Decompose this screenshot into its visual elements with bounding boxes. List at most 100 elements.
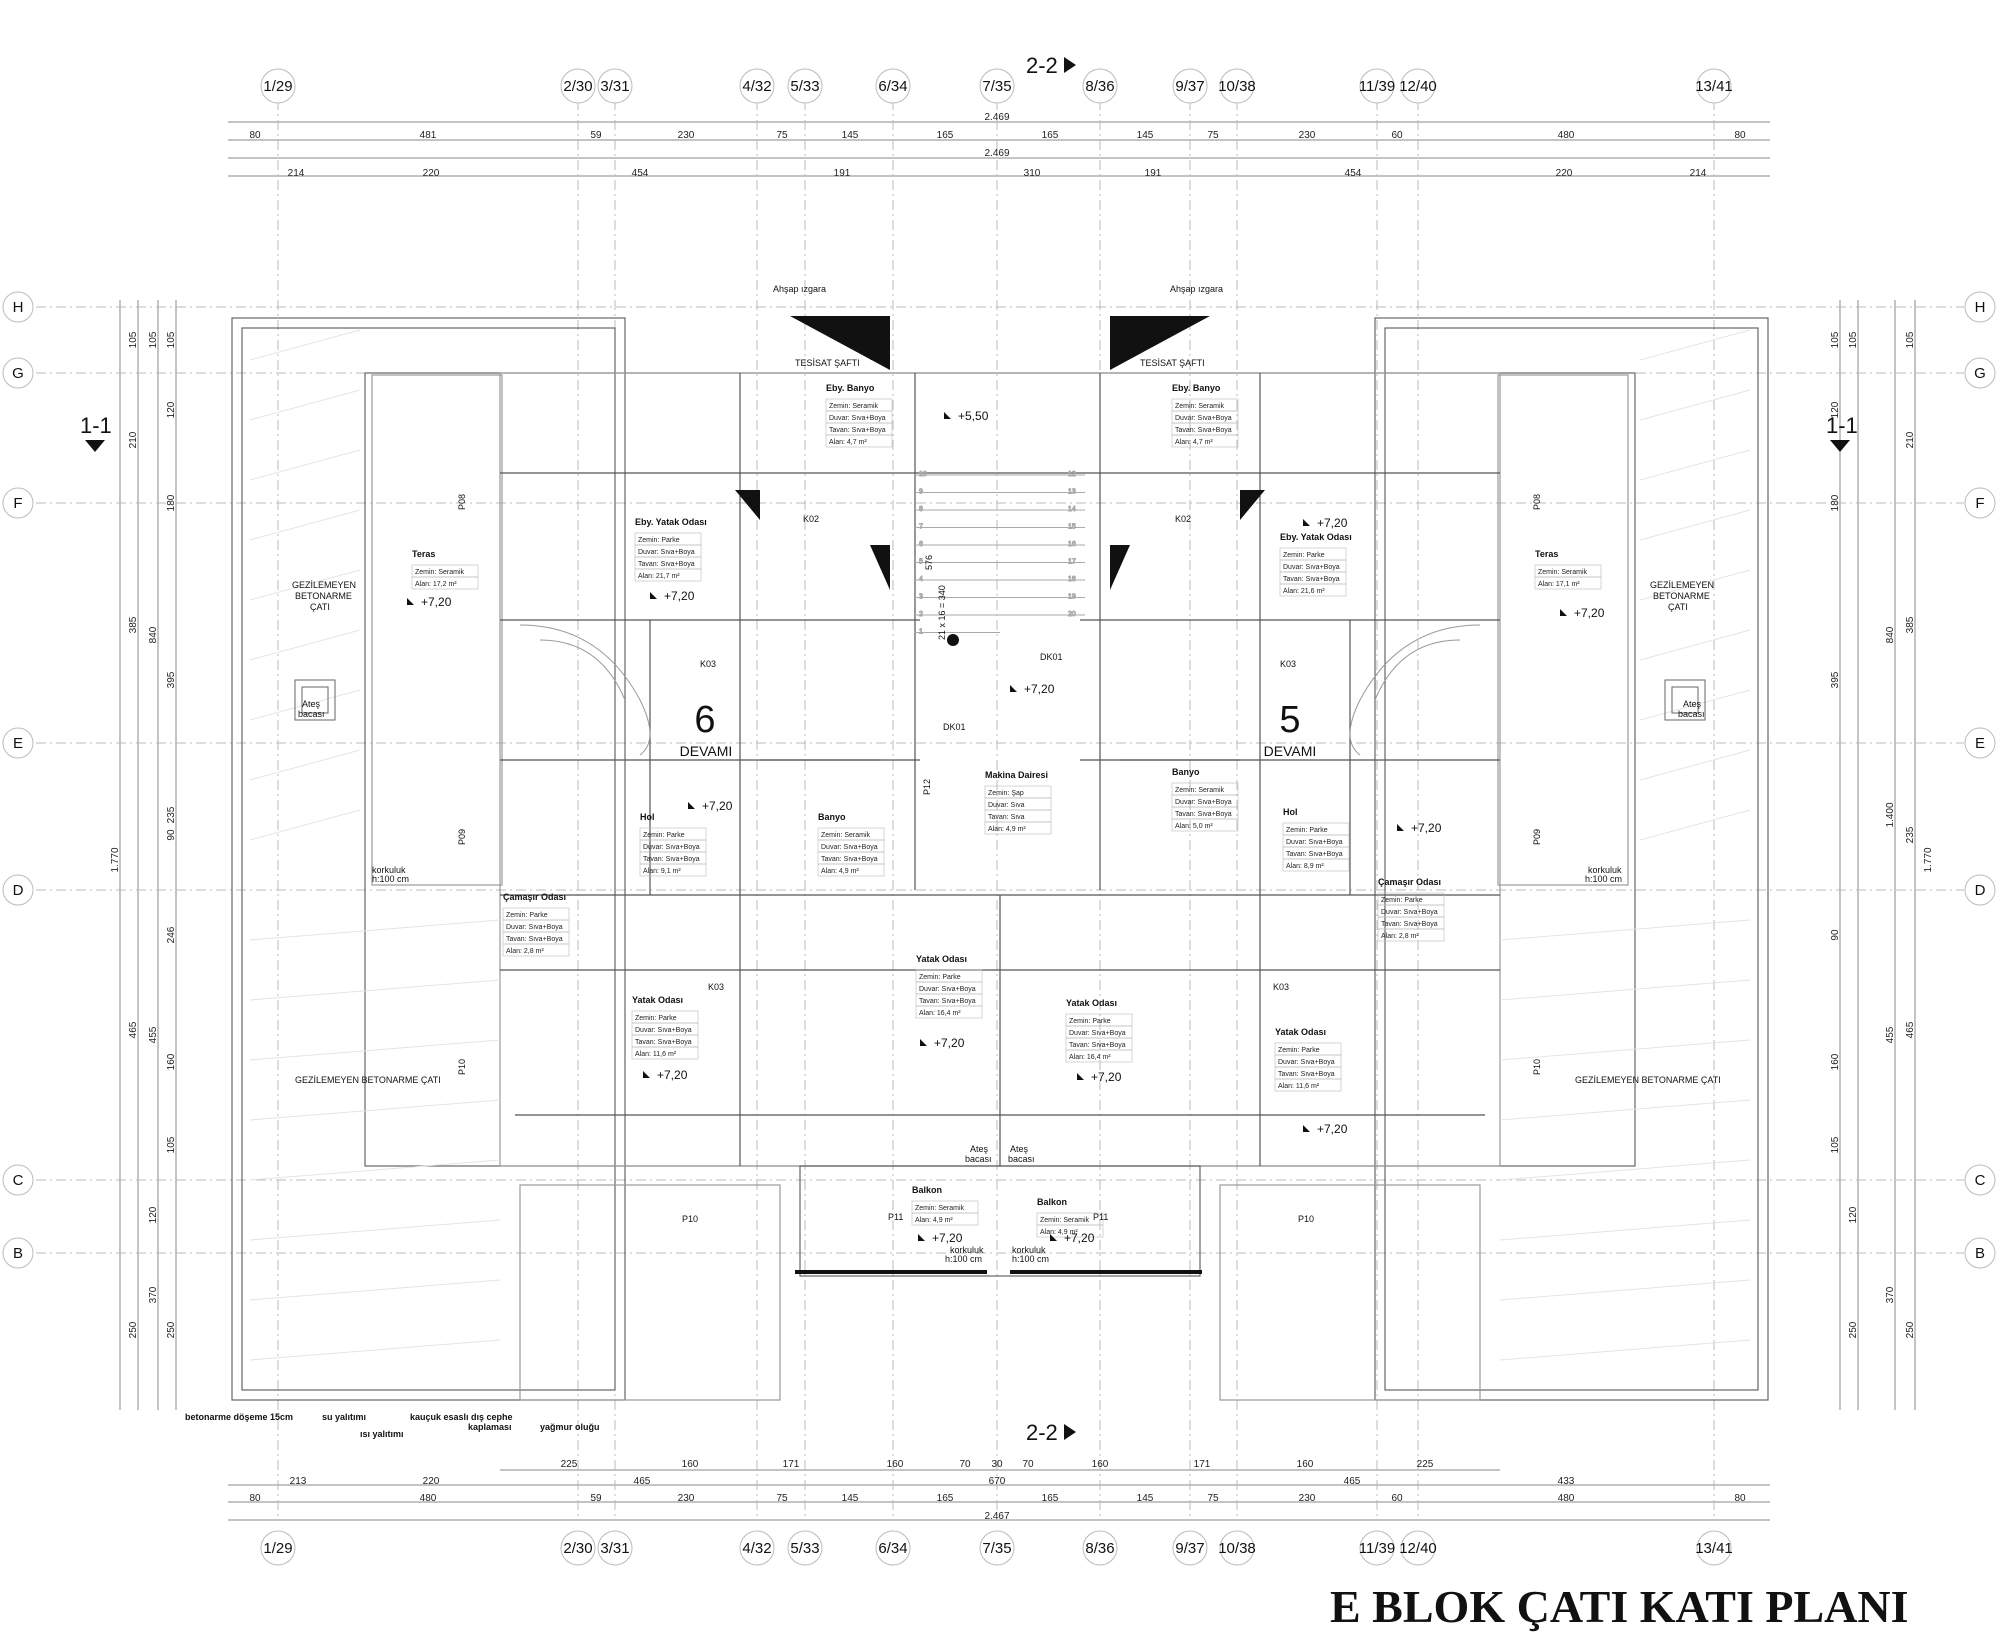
dimension-value: 160: [1297, 1459, 1314, 1470]
section-markers: [85, 57, 1850, 1440]
side-dimension-right: 395: [1830, 671, 1841, 688]
room-attribute: Zemin: Parke: [506, 912, 548, 919]
room-title: Hol: [640, 812, 655, 822]
dimension-value: 165: [1042, 1493, 1059, 1504]
room-attribute: Duvar: Sıva+Boya: [506, 924, 563, 931]
room-attribute: Zemin: Parke: [1286, 827, 1328, 834]
elevation-value: +7,20: [1317, 516, 1348, 530]
grid-bubble: [260, 68, 296, 104]
side-dimension-left: 250: [128, 1321, 139, 1338]
room-attribute: Alan: 2,8 m²: [506, 948, 544, 955]
elevation-marker: +7,20: [1050, 1231, 1095, 1245]
ates-bacasi-left-1: Ateş: [302, 699, 321, 709]
korkuluk-br-2: h:100 cm: [1012, 1254, 1049, 1264]
elevation-value: +7,20: [1091, 1070, 1122, 1084]
room-attribute: Zemin: Seramik: [915, 1205, 965, 1212]
grid-bubble: [787, 68, 823, 104]
tag-p10-right: P10: [1532, 1059, 1542, 1075]
tag-p12-left: P12: [870, 352, 886, 362]
grid-bubble: [1964, 1237, 1996, 1269]
side-dimension-left: 120: [166, 401, 177, 418]
dimension-value: 225: [561, 1459, 578, 1470]
tesisat-saft-right: TESİSAT ŞAFTI: [1140, 358, 1205, 368]
side-dimension-left: 105: [128, 331, 139, 348]
spiral-stairs: [519, 624, 1481, 756]
grid-row-label: G: [12, 365, 24, 382]
room-attribute: Tavan: Sıva+Boya: [1278, 1071, 1335, 1078]
side-dimension-right: 370: [1885, 1286, 1896, 1303]
dimension-value: 75: [776, 1493, 788, 1504]
grid-row-label: H: [13, 299, 24, 316]
room-title: Hol: [1283, 807, 1298, 817]
grid-bubble: [1964, 1164, 1996, 1196]
tag-dk01-a: DK01: [1040, 652, 1063, 662]
grid-axis-label: 12/40: [1399, 1540, 1437, 1557]
side-dimension-left: 840: [148, 626, 159, 643]
dimension-value: 220: [1556, 168, 1573, 179]
room-attribute: Tavan: Sıva+Boya: [919, 998, 976, 1005]
room-attribute: Duvar: Sıva+Boya: [1175, 415, 1232, 422]
room-table-cell: [502, 943, 570, 957]
dimension-value: 454: [632, 168, 649, 179]
stair-step-number: 3: [919, 594, 923, 601]
dimension-value: 220: [423, 1476, 440, 1487]
room-attribute: Tavan: Sıva+Boya: [821, 856, 878, 863]
dimension-value: 230: [1299, 130, 1316, 141]
room-attribute: Alan: 9,1 m²: [643, 868, 681, 875]
elevation-icon: [1010, 685, 1017, 692]
room-attribute: Zemin: Seramik: [1538, 569, 1588, 576]
grid-bubble: [787, 1530, 823, 1566]
dimension-value: 670: [989, 1476, 1006, 1487]
room-attribute: Duvar: Sıva+Boya: [635, 1027, 692, 1034]
gezilemeyen-left-3: ÇATI: [310, 602, 330, 612]
room-title: Yatak Odası: [632, 995, 683, 1005]
section-2-2-top: 2-2: [1026, 53, 1058, 78]
tag-k03-right-2: K03: [1273, 982, 1289, 992]
room-attribute: Zemin: Seramik: [1040, 1217, 1090, 1224]
elevation-value: +7,20: [934, 1036, 965, 1050]
dimension-value: 213: [290, 1476, 307, 1487]
tag-k03-left-2: K03: [708, 982, 724, 992]
chimneys: [294, 679, 1706, 721]
dimension-value: 465: [1344, 1476, 1361, 1487]
tag-p09-left: P09: [457, 829, 467, 845]
dimension-value: 30: [991, 1459, 1003, 1470]
side-dimension-left: 180: [166, 494, 177, 511]
elevation-icon: [688, 802, 695, 809]
grid-axis-label: 10/38: [1218, 78, 1256, 95]
elevation-icon: [1560, 609, 1567, 616]
room-title: Yatak Odası: [1066, 998, 1117, 1008]
elevation-value: +7,20: [1411, 821, 1442, 835]
side-dimension-right: 105: [1830, 331, 1841, 348]
tag-p12-right: P12: [1113, 352, 1129, 362]
elevation-marker: +7,20: [920, 1036, 965, 1050]
tag-p12-mid: P12: [922, 779, 932, 795]
korkuluk-right-2: h:100 cm: [1585, 874, 1622, 884]
room-attribute: Zemin: Parke: [1381, 897, 1423, 904]
dimension-value: 75: [1207, 1493, 1219, 1504]
dimension-value: 70: [959, 1459, 971, 1470]
room-title: Eby. Yatak Odası: [1280, 532, 1352, 542]
tesisat-saft-left: TESİSAT ŞAFTI: [795, 358, 860, 368]
dimension-value: 230: [678, 130, 695, 141]
side-dimension-right: 210: [1905, 431, 1916, 448]
elevation-value: +5,50: [958, 409, 989, 423]
stair-step-number: 2: [919, 611, 923, 618]
grid-axis-label: 5/33: [790, 1540, 819, 1557]
room-attribute: Tavan: Sıva+Boya: [1175, 811, 1232, 818]
dimension-value: 75: [1207, 130, 1219, 141]
room-attribute: Alan: 17,1 m²: [1538, 581, 1580, 588]
side-dimension-left: 385: [128, 616, 139, 633]
room-attribute: Alan: 17,2 m²: [415, 581, 457, 588]
room-title: Yatak Odası: [916, 954, 967, 964]
dimension-value: 145: [1137, 130, 1154, 141]
side-dimension-left: 105: [148, 331, 159, 348]
unit-5-number: 5: [1279, 699, 1300, 741]
room-attribute: Alan: 2,8 m²: [1381, 933, 1419, 940]
room-title: Eby. Banyo: [1172, 383, 1221, 393]
